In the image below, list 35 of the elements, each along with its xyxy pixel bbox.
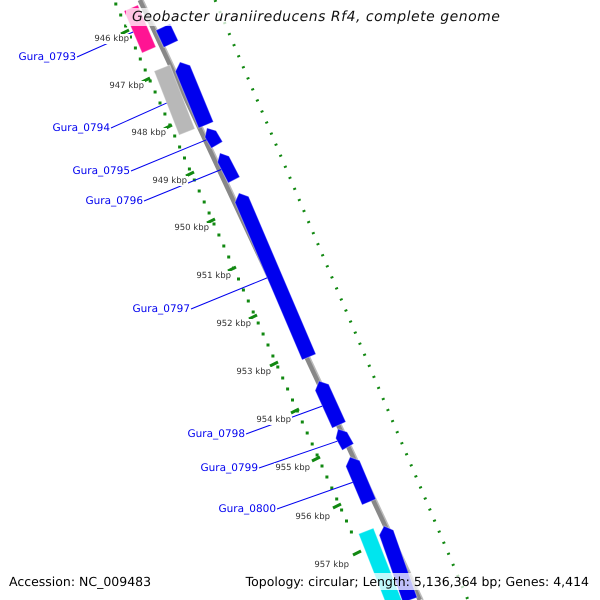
scale-label: 953 kbp [235,367,272,377]
gene-feature [345,456,377,506]
gene-label: Gura_0793 [18,51,76,63]
gene-feature [335,428,354,451]
gene-label: Gura_0799 [200,462,258,474]
scale-label: 951 kbp [195,271,232,281]
gene-feature [204,127,224,149]
leader-line [276,482,354,510]
scale-label: 949 kbp [151,176,188,186]
scale-label: 954 kbp [255,415,292,425]
gene-feature [314,380,346,429]
gene-feature [216,152,240,184]
scale-label: 955 kbp [274,463,311,473]
gene-label: Gura_0798 [187,428,245,440]
scale-label: 956 kbp [294,512,331,522]
gene-label: Gura_0800 [218,503,276,515]
scale-label: 957 kbp [313,560,350,570]
gene-label: Gura_0797 [132,303,190,315]
scale-label: 946 kbp [93,34,130,44]
gene-feature [153,64,196,136]
scale-label: 947 kbp [108,81,145,91]
scale-label: 950 kbp [173,223,210,233]
gene-label: Gura_0796 [85,195,143,207]
gene-feature [174,61,214,129]
scale-label: 952 kbp [215,319,252,329]
genome-info-text: Topology: circular; Length: 5,136,364 bp; Genes: 4,414 [244,573,591,590]
leader-line [130,139,207,172]
gene-label: Gura_0795 [72,165,130,177]
leader-line [258,440,338,468]
leader-line [190,277,268,310]
gene-label: Gura_0794 [52,122,110,134]
gene-feature [234,192,317,361]
leader-line [110,102,168,128]
scale-label: 948 kbp [130,128,167,138]
leader-line [144,169,222,202]
